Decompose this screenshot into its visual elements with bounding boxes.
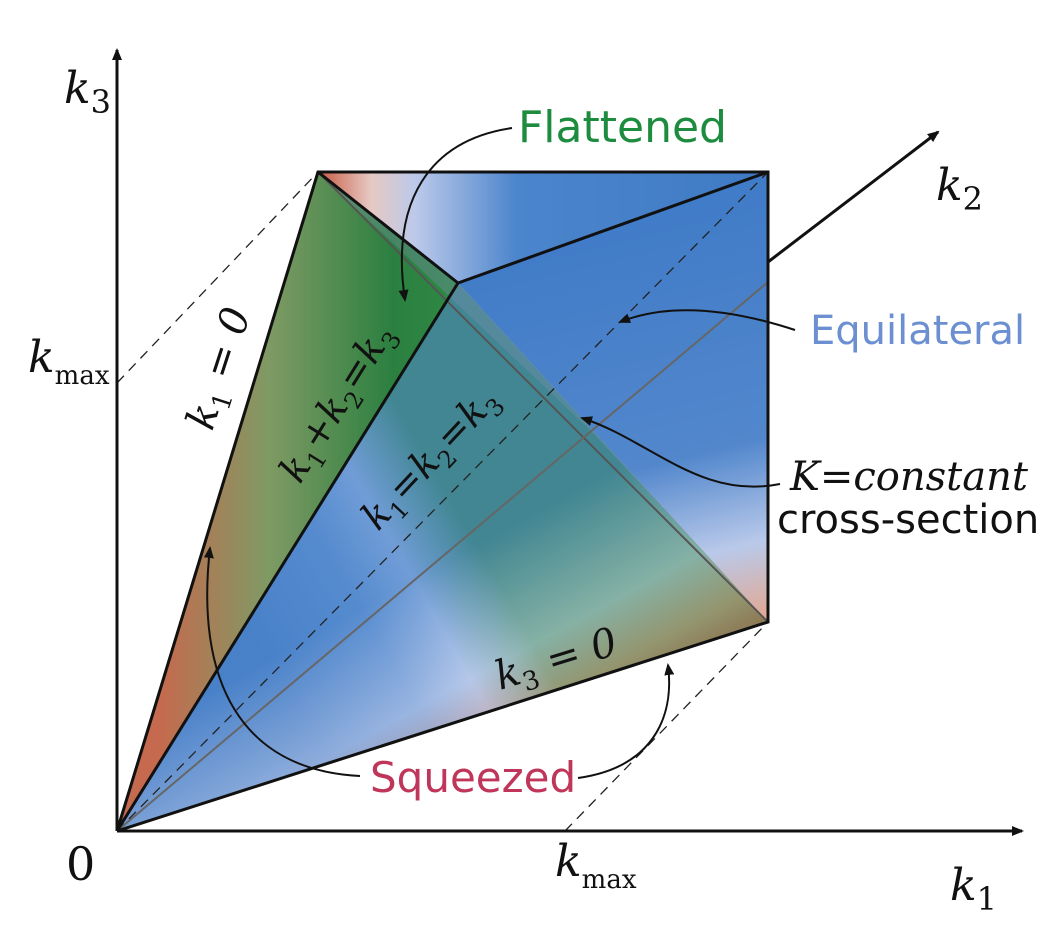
squeezed-arrow-right: [577, 663, 675, 779]
axes: [112, 48, 1024, 836]
top-face: [318, 172, 768, 283]
k2-axis-label: k2: [936, 160, 983, 218]
kmax-horizontal-label: kmax: [555, 836, 637, 895]
constant-cross-section-title: K=constant: [789, 454, 1029, 500]
kmax-dashed-vertical: [116, 171, 319, 384]
flattened-equation-label: k1+k2=k3: [270, 315, 407, 493]
right-face: [318, 172, 768, 622]
left-face-k1-zero: [117, 172, 458, 831]
k2-axis: [767, 130, 940, 264]
squeezed-annotation: Squeezed: [370, 753, 576, 802]
flattened-edge: [115, 282, 460, 832]
flattened-arrow: [398, 127, 513, 302]
k1-axis-label: k1: [950, 860, 997, 918]
grey-k2-line: [116, 281, 769, 832]
origin-label: 0: [66, 837, 95, 891]
cross-section-arrow: [580, 416, 781, 488]
equilateral-annotation: Equilateral: [810, 308, 1025, 354]
kmax-dashed-horizontal: [564, 621, 769, 832]
tetrahedron: [115, 170, 770, 833]
equilateral-arrow: [618, 309, 796, 331]
kmax-vertical-label: kmax: [28, 332, 110, 391]
k3-axis-label: k3: [64, 63, 111, 121]
cross-section-diagonal: [317, 171, 769, 623]
cross-section-annotation: cross-section: [777, 497, 1039, 543]
squeezed-arrow-left: [203, 546, 361, 777]
flattened-annotation: Flattened: [518, 102, 727, 153]
annotation-arrows: [203, 127, 796, 779]
top-ridge-left: [317, 170, 459, 285]
equilateral-dashed-line: [116, 171, 769, 832]
top-ridge-right: [457, 170, 769, 285]
